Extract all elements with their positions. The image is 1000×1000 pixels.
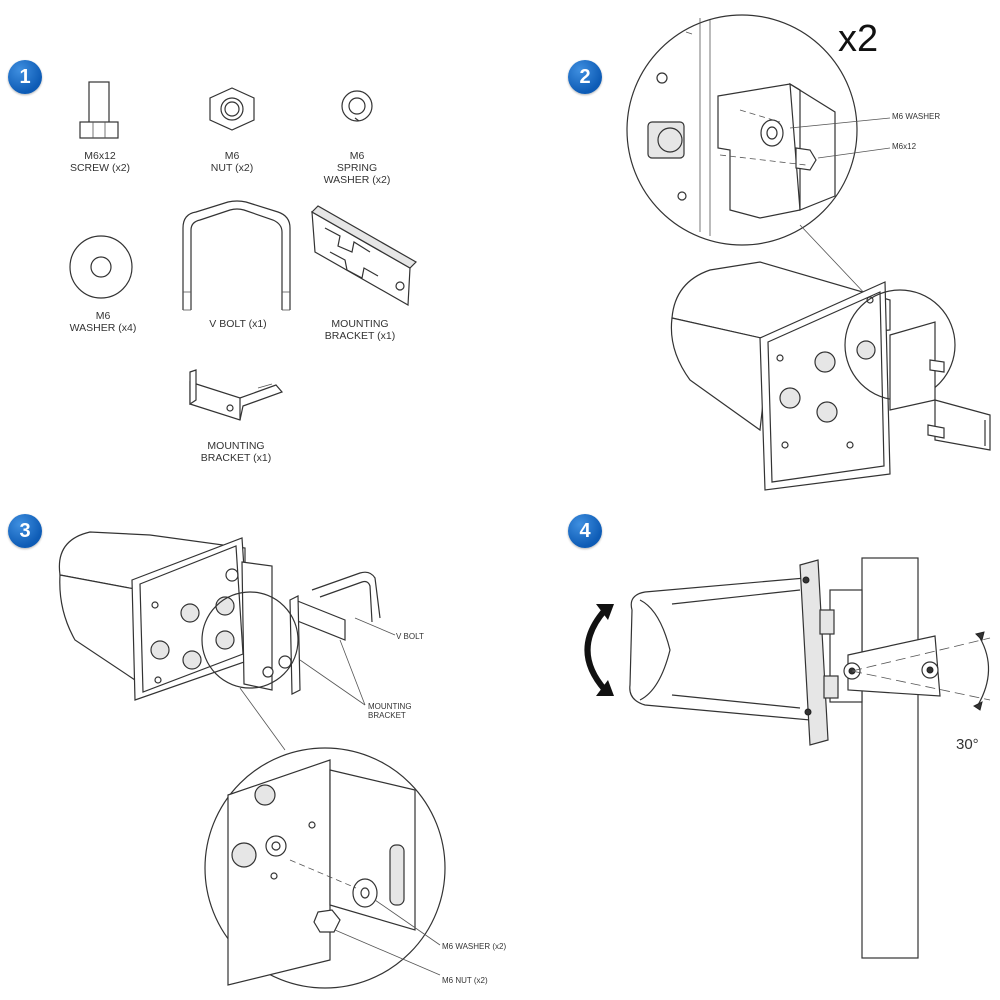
mounting-bracket-b-part — [189, 369, 284, 421]
step3-device — [58, 531, 381, 701]
mounting-bracket-a-part — [311, 205, 417, 307]
tilt-angle-label: 30° — [956, 736, 979, 753]
v-bolt-part — [182, 200, 291, 311]
m6-washer-callout: M6 WASHER — [892, 112, 941, 121]
v-bolt-label: V BOLT (x1) — [209, 318, 267, 330]
step2-device — [670, 261, 991, 491]
quantity-multiplier: x2 — [838, 18, 879, 60]
m6-nut-x2-callout: M6 NUT (x2) — [442, 976, 488, 985]
rotate-arrow-icon — [584, 604, 614, 696]
m6-washer-x2-callout: M6 WASHER (x2) — [442, 942, 507, 951]
spring-washer-part — [341, 90, 373, 122]
screw-part — [79, 81, 119, 139]
nut-part — [209, 87, 255, 131]
step-4-badge: 4 — [568, 514, 602, 548]
washer-part — [69, 235, 133, 299]
step3-zoom-circle — [204, 747, 446, 989]
step-3-badge: 3 — [8, 514, 42, 548]
step-1-badge: 1 — [8, 60, 42, 94]
step-2-badge: 2 — [568, 60, 602, 94]
v-bolt-callout: V BOLT — [396, 632, 424, 641]
step2-zoom-circle — [626, 14, 891, 246]
step4-side-view — [629, 557, 991, 959]
m6x12-callout: M6x12 — [892, 142, 917, 151]
